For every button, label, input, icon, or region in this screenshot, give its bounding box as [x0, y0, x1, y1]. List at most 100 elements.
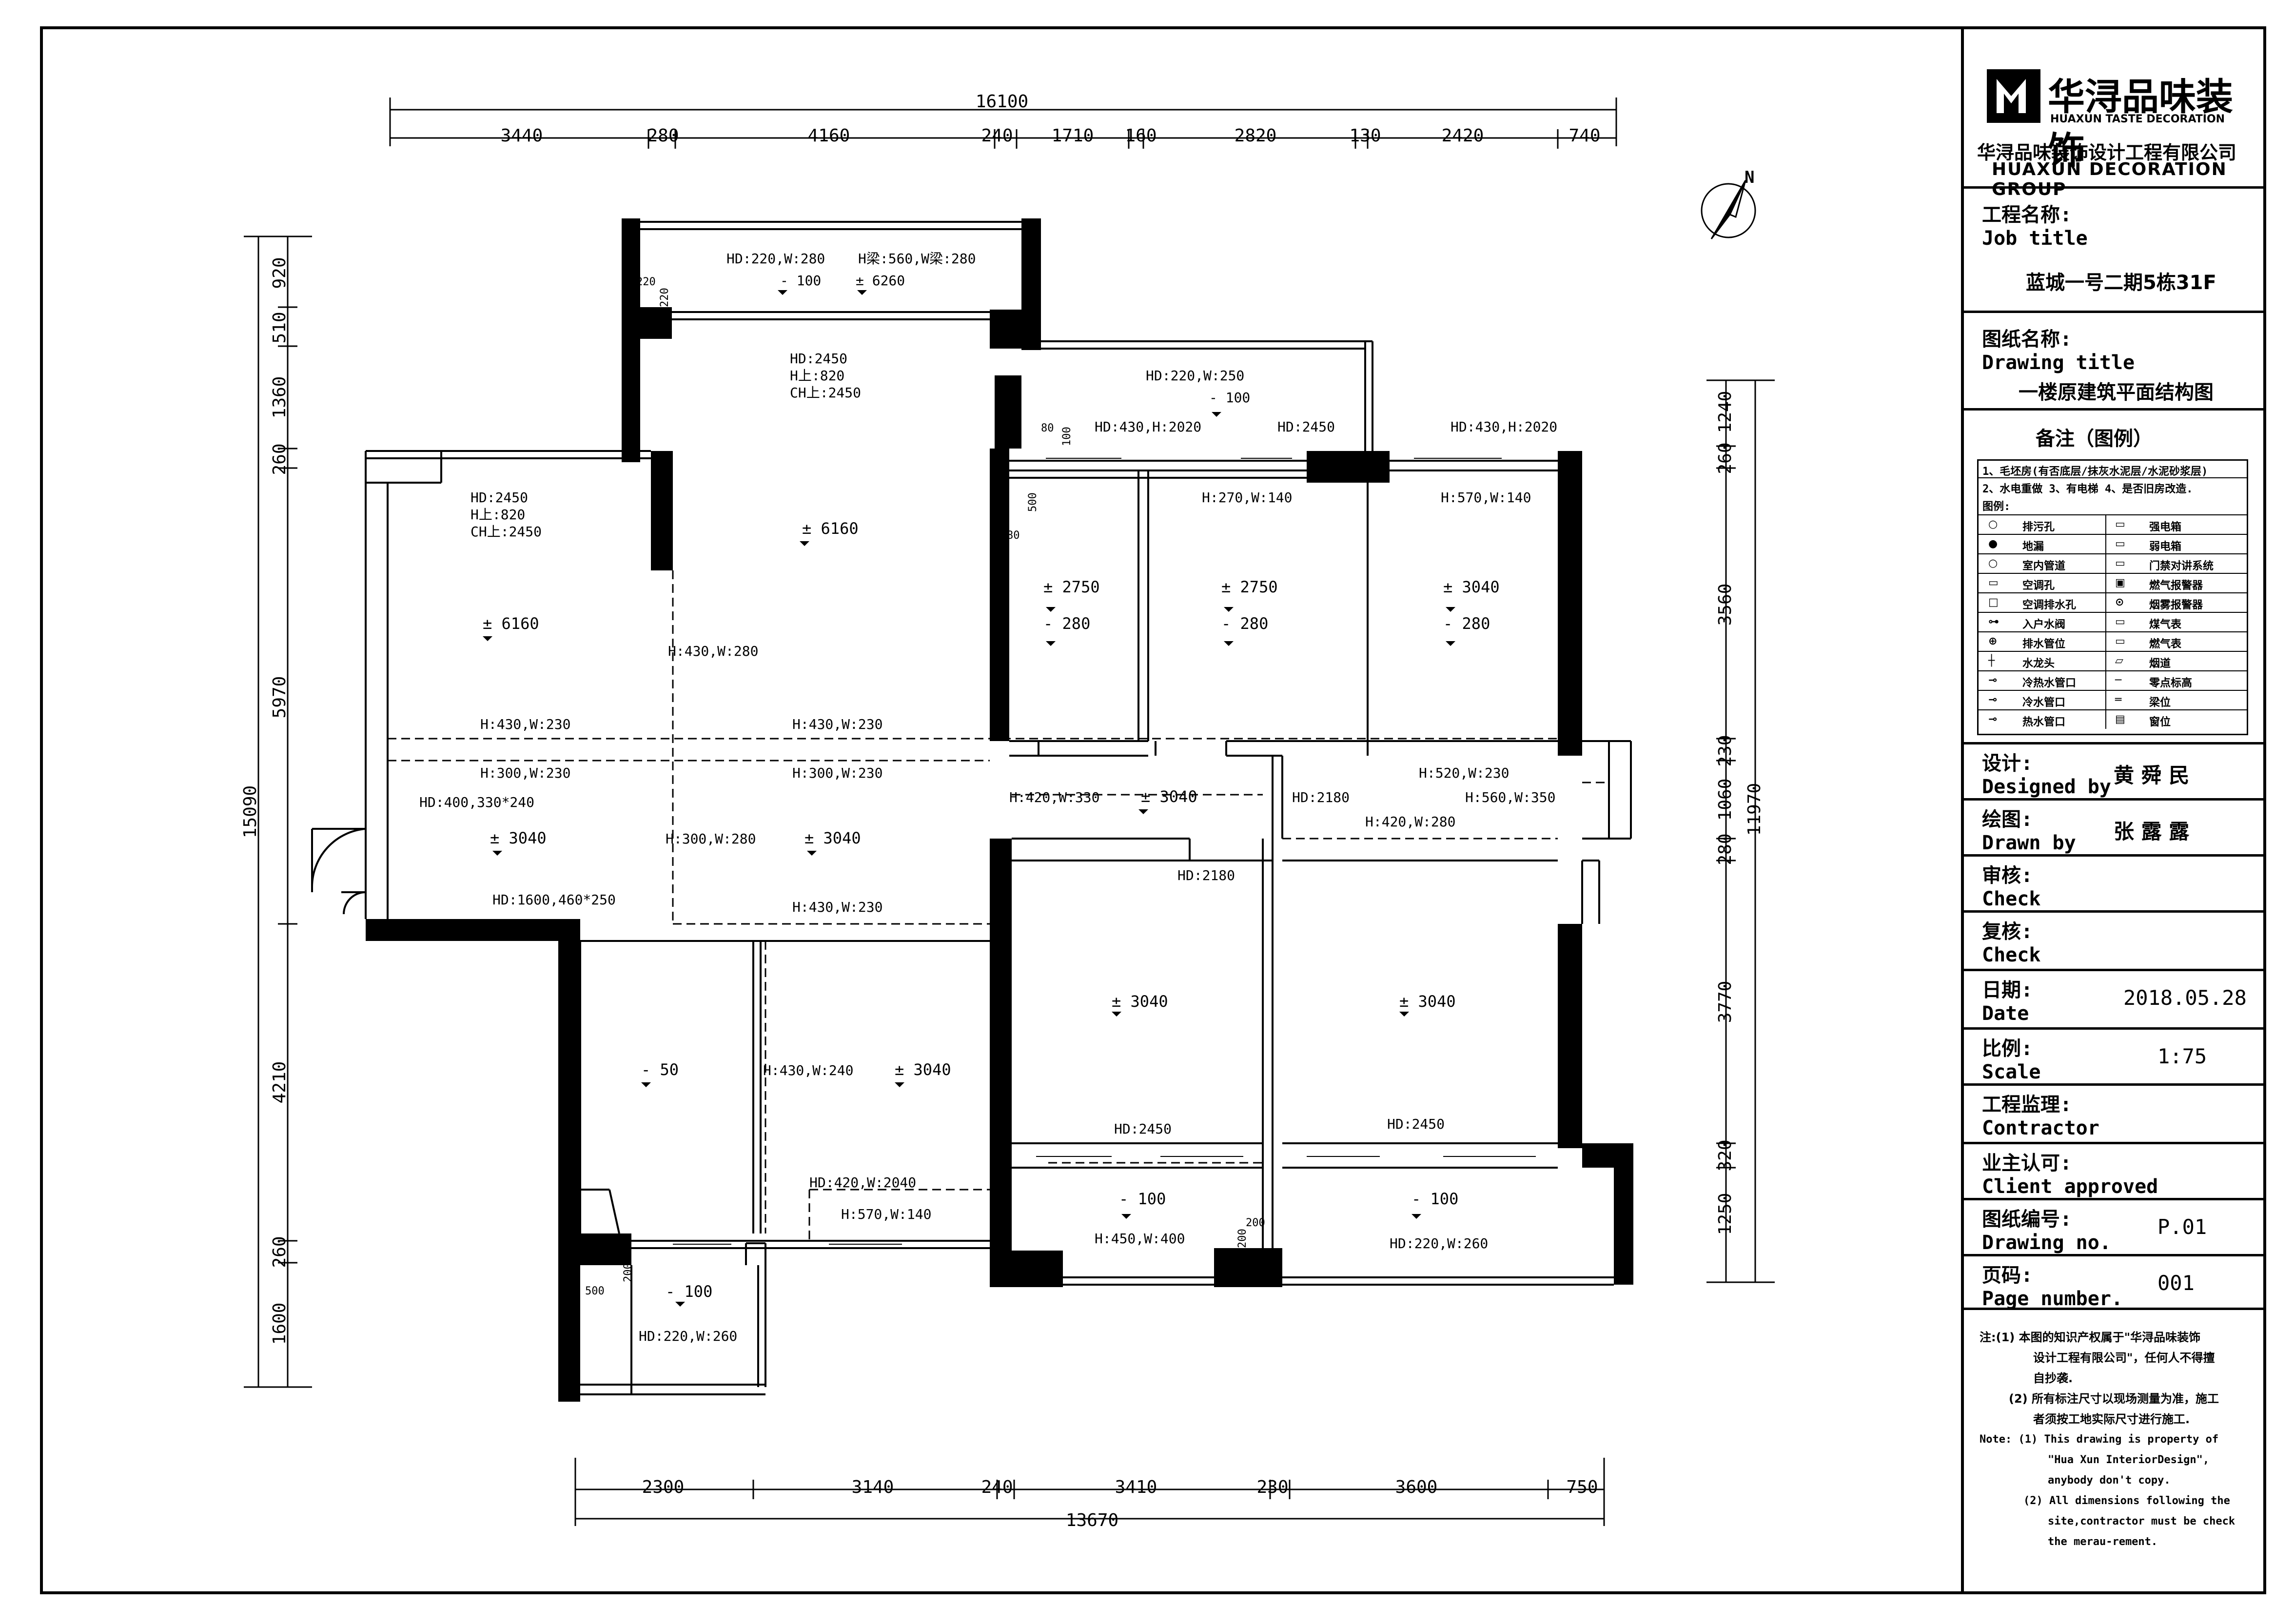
dim-top: 130	[1349, 126, 1381, 146]
plan-label: H:520,W:230	[1419, 765, 1509, 781]
plan-label: - 100	[1119, 1190, 1166, 1208]
job-label-en: Job title	[1982, 227, 2088, 250]
plan-label: ± 3040	[1443, 578, 1500, 596]
note-en: (2) All dimensions following the	[2023, 1495, 2230, 1507]
legend-item-label: 弱电箱	[2149, 541, 2182, 553]
contractor-label-en: Contractor	[1982, 1117, 2099, 1139]
plan-label: HD:400,330*240	[419, 794, 534, 810]
legend-symbol-icon: ⊸	[1988, 713, 1998, 725]
legend-item-label: 燃气表	[2149, 638, 2182, 650]
client-label-cn: 业主认可:	[1982, 1152, 2072, 1174]
plan-label: 80	[1041, 422, 1054, 434]
legend-symbol-icon: ▱	[2115, 655, 2123, 667]
dim-left: 260	[270, 443, 290, 475]
plan-label: ± 3040	[804, 829, 861, 847]
legend-symbol-icon: ⊶	[1988, 616, 1999, 628]
legend-column-divider	[2105, 514, 2106, 729]
plan-label: HD:2450	[790, 351, 847, 367]
date-label-cn: 日期:	[1982, 979, 2033, 1001]
dim-top: 160	[1125, 126, 1157, 146]
dim-top: 3440	[501, 126, 543, 146]
note-en: anybody don't copy.	[2048, 1474, 2171, 1487]
plan-label: - 280	[1043, 614, 1090, 633]
legend-heading: 图例:	[1982, 501, 2011, 513]
legend-item-label: 烟雾报警器	[2149, 599, 2203, 611]
plan-label: - 100	[1412, 1190, 1458, 1208]
client-label-en: Client approved	[1982, 1175, 2158, 1198]
dim-left: 1600	[270, 1303, 290, 1345]
dim-left-total: 15090	[240, 785, 260, 838]
legend-symbol-icon: ▭	[2115, 518, 2125, 530]
dim-left: 5970	[270, 676, 290, 719]
dim-top: 2420	[1442, 126, 1484, 146]
legend-row: ⊶入户水阀▭煤气表	[1979, 612, 2247, 632]
dim-bottom: 2300	[642, 1477, 685, 1497]
plan-label: HD:2450	[471, 489, 528, 506]
date-label-en: Date	[1982, 1002, 2029, 1025]
dim-right: 1060	[1715, 779, 1735, 821]
plan-label: H上:820	[471, 507, 525, 523]
plan-label: H:270,W:140	[1202, 489, 1292, 506]
legend-item-label: 煤气表	[2149, 619, 2182, 631]
legend-item-label: 空调孔	[2022, 580, 2055, 592]
drawn-label-en: Drawn by	[1982, 832, 2076, 854]
drawn-cell: 绘图:Drawn by 张 露 露	[1962, 798, 2265, 854]
drawing-title-label-en: Drawing title	[1982, 352, 2135, 374]
plan-annotations: HD:220,W:280 H梁:560,W梁:280 - 100 ± 6260 …	[419, 251, 1557, 1344]
legend-item-label: 水龙头	[2022, 658, 2055, 670]
plan-label: 220	[636, 276, 656, 288]
plan-label: ± 3040	[895, 1060, 951, 1079]
plan-label: H梁:560,W梁:280	[858, 251, 976, 267]
dim-bottom-total: 13670	[1066, 1510, 1118, 1530]
plan-label: H:300,W:280	[666, 831, 756, 847]
designer-label-en: Designed by	[1982, 776, 2111, 798]
plan-label: ± 3040	[1112, 992, 1168, 1011]
legend-note-1: 1、毛坯房(有否底层/抹灰水泥层/水泥砂浆层)	[1982, 466, 2208, 478]
dim-top: 4160	[808, 126, 850, 146]
note-en: "Hua Xun InteriorDesign",	[2048, 1454, 2210, 1466]
note-cn: 自抄袭.	[2033, 1371, 2073, 1385]
legend-title: 备注（图例）	[2036, 428, 2153, 450]
plan-label: - 100	[780, 273, 821, 289]
plan-label: HD:430,H:2020	[1095, 419, 1201, 435]
sheet-border	[40, 26, 2266, 1594]
legend-symbol-icon: □	[1988, 596, 1999, 608]
north-label: N	[1745, 168, 1754, 187]
contractor-label-cn: 工程监理:	[1982, 1094, 2072, 1116]
page-cell: 页码:Page number. 001	[1962, 1254, 2265, 1310]
dim-right: 230	[1715, 735, 1735, 766]
plan-label: - 100	[666, 1282, 712, 1301]
plan-label: HD:430,H:2020	[1451, 419, 1557, 435]
dim-top-total: 16100	[976, 92, 1028, 112]
job-label-cn: 工程名称:	[1982, 204, 2072, 226]
plan-label: HD:2180	[1292, 789, 1350, 805]
legend-symbol-icon: ⊕	[1988, 635, 1998, 647]
legend-item-label: 梁位	[2149, 697, 2171, 709]
legend-symbol-icon: ▭	[2115, 635, 2125, 647]
title-block: 华浔品味装饰 HUAXUN TASTE DECORATION 华浔品味装饰设计工…	[1962, 28, 2265, 1593]
note-en: the merau-rement.	[2048, 1536, 2158, 1548]
company-logo: 华浔品味装饰 HUAXUN TASTE DECORATION	[1982, 47, 2255, 172]
scale-value: 1:75	[2157, 1044, 2207, 1068]
plan-label: HD:2450	[1114, 1121, 1172, 1137]
wall-outlines	[311, 221, 1632, 1395]
plan-label: 500	[585, 1285, 605, 1297]
date-value: 2018.05.28	[2123, 986, 2247, 1010]
plan-label: 200	[622, 1263, 634, 1282]
plan-label: HD:220,W:260	[1390, 1235, 1488, 1252]
legend-symbol-icon: ▣	[2115, 577, 2125, 589]
plan-label: ± 3040	[1141, 787, 1197, 806]
plan-label: ± 6160	[802, 519, 859, 538]
plan-label: HD:1600,460*250	[492, 892, 616, 908]
plan-label: H:420,W:280	[1365, 814, 1455, 830]
legend-item-label: 室内管道	[2022, 560, 2066, 572]
plan-label: - 280	[1221, 614, 1268, 633]
plan-label: ± 3040	[490, 829, 547, 847]
dim-right: 320	[1715, 1139, 1735, 1171]
plan-label: ± 6260	[856, 273, 905, 289]
legend-symbol-icon: ▤	[2115, 713, 2125, 725]
page-label-cn: 页码:	[1982, 1264, 2033, 1287]
legend-row: □空调排水孔⊙烟雾报警器	[1979, 592, 2247, 613]
note-cn: (2) 所有标注尺寸以现场测量为准，施工	[2009, 1392, 2219, 1406]
drawing-no-value: P.01	[2157, 1215, 2207, 1239]
